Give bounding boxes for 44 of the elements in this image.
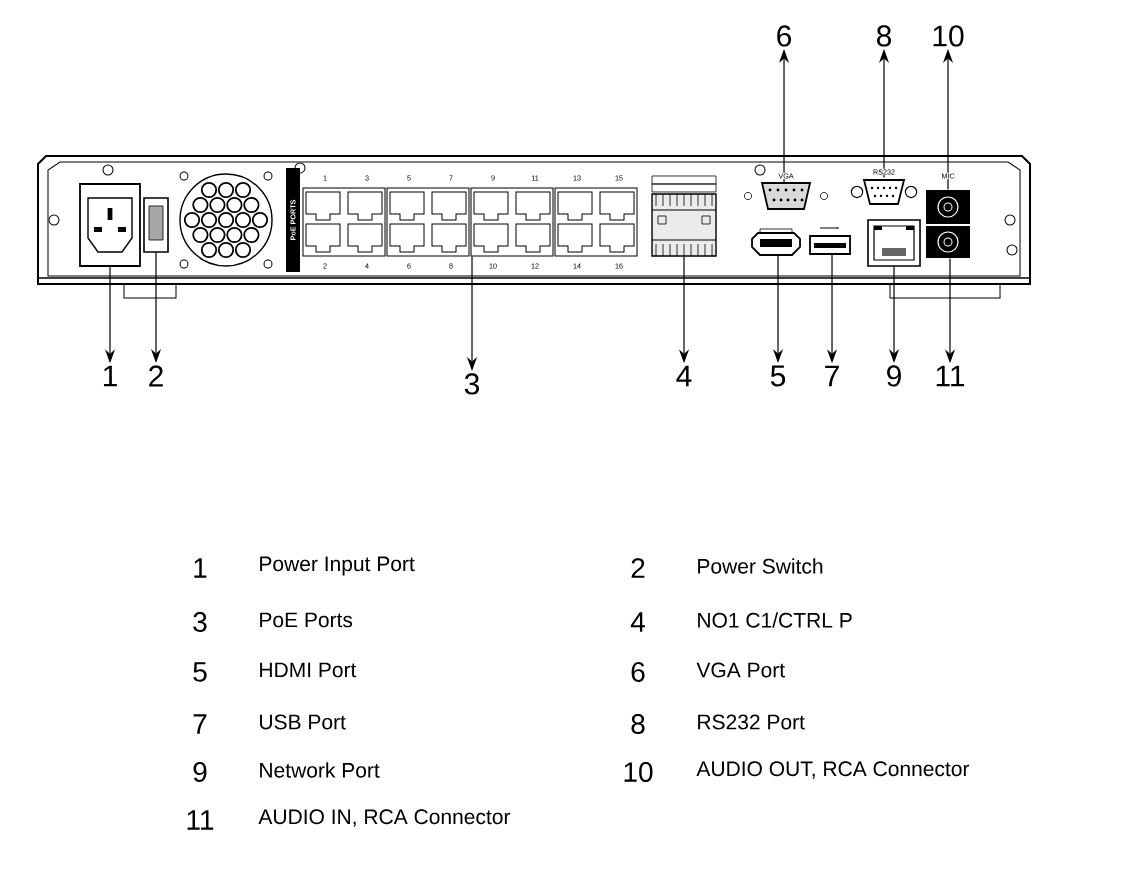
item-description: AUDIO IN, RCA Connector [258, 809, 511, 827]
item-description: VGA Port [696, 662, 785, 678]
callout-number: 11 [936, 365, 965, 387]
item-number: 8 [631, 714, 645, 734]
item-description: NO1 C1/CTRL P [698, 612, 852, 628]
item-number: 5 [193, 662, 207, 682]
item-description: AUDIO OUT, RCA Connector [696, 761, 970, 779]
item-description: RS232 Port [698, 714, 805, 730]
item-number: 9 [193, 762, 207, 782]
callout-number: 9 [887, 365, 901, 387]
callout-number: 7 [825, 365, 839, 387]
network-port-drawing [867, 219, 921, 267]
callout-number: 2 [149, 365, 163, 387]
callout-number: 8 [877, 25, 892, 47]
power-switch-drawing [143, 197, 169, 253]
item-description: Network Port [260, 762, 380, 778]
audio-connector-drawing [926, 190, 970, 224]
callout-number: 10 [933, 25, 964, 47]
callout-number: 4 [676, 365, 692, 387]
terminal-block-drawing [651, 175, 717, 257]
item-number: 3 [193, 612, 207, 632]
item-number: 10 [624, 762, 653, 782]
usb-port-drawing [809, 227, 851, 255]
poe-ports-drawing [302, 187, 638, 257]
callout-number: 3 [464, 373, 480, 395]
item-number: 11 [187, 810, 214, 830]
vga-port-drawing [744, 182, 828, 210]
callout-number: 5 [770, 365, 786, 387]
item-description: Power Switch [698, 558, 823, 574]
callout-number: 6 [777, 25, 792, 47]
item-number: 7 [193, 714, 207, 734]
power-inlet-drawing [79, 183, 141, 267]
item-description: USB Port [260, 714, 346, 730]
item-number: 4 [630, 612, 645, 632]
item-number: 1 [194, 558, 207, 578]
item-number: 6 [631, 662, 645, 682]
hdmi-port-drawing [751, 228, 801, 256]
audio-connector-drawing [926, 226, 970, 258]
item-description: HDMI Port [260, 662, 357, 678]
item-description: PoE Ports [260, 612, 353, 628]
callout-number: 1 [103, 365, 117, 387]
item-number: 2 [631, 558, 645, 578]
serial-port-drawing [850, 179, 918, 205]
item-description: Power Input Port [260, 556, 415, 576]
